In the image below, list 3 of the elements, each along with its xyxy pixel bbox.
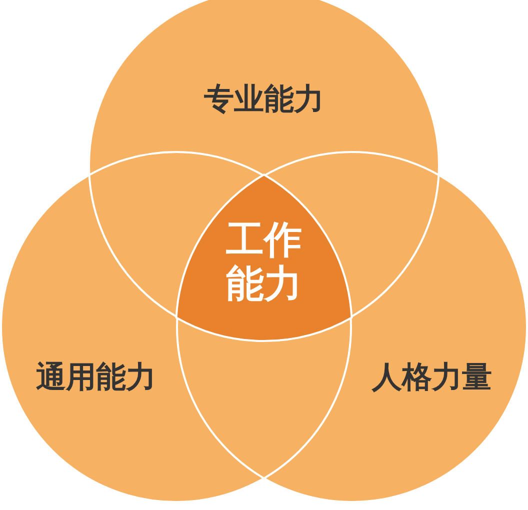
- circle-label: 人格力量: [352, 360, 512, 396]
- circle-label: 专业能力: [164, 82, 364, 118]
- circle-label: 通用能力: [21, 360, 171, 396]
